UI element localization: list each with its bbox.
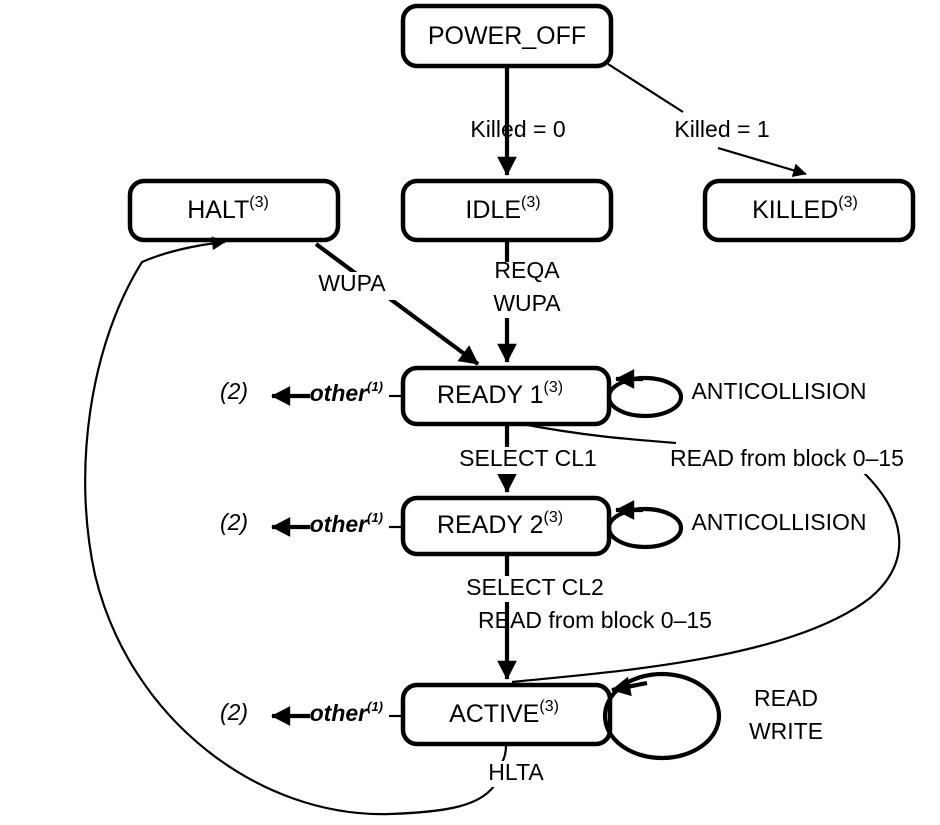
state-node-halt[interactable]: HALT(3) [127,178,341,243]
edge-label-backdrop-wupa [310,272,396,300]
edge-ref-note2-ready2: (2) [220,509,248,535]
state-box-killed[interactable] [702,178,916,243]
edge-label-other-active: other(1) [310,699,383,726]
edge-label-select-cl2: SELECT CL2 [466,574,604,600]
transition-ready1-other: other(1) (2) [220,378,403,406]
transition-power-off-to-killed: Killed = 1 [607,63,807,178]
edge-label-wupa-idle: WUPA [493,290,561,316]
edge-label-read-from-block-ready1: READ from block 0–15 [670,445,904,471]
edge-label-wupa-halt: WUPA [318,270,386,296]
edge-line-power-off-to-killed-seg1 [607,63,684,113]
transition-ready2-other: other(1) (2) [220,509,403,537]
edge-label-killed-0: Killed = 0 [470,116,565,142]
edge-line-ready1-to-active-seg1 [521,422,677,445]
state-node-power-off[interactable]: POWER_OFF [400,3,614,69]
transition-ready1-to-ready2: SELECT CL1 [452,426,604,493]
edge-label-backdrop-select-cl1 [452,447,604,474]
transition-halt-to-ready1: WUPA [310,242,480,366]
state-label-idle: IDLE(3) [465,194,540,224]
transition-power-off-to-idle: Killed = 0 [470,68,566,176]
state-node-ready1[interactable]: READY 1(3) [400,365,612,427]
edge-label-other-ready2: other(1) [310,510,383,537]
edge-label-backdrop-read-block-1 [665,447,911,474]
state-node-ready2[interactable]: READY 2(3) [400,495,612,557]
transition-ready2-to-active: SELECT CL2 READ from block 0–15 [455,556,712,680]
edge-line-ready1-to-active-seg2 [511,469,901,684]
edge-label-other-ready1: other(1) [310,379,383,406]
transition-active-self-loop: READ WRITE [602,671,823,761]
state-label-power-off: POWER_OFF [428,22,586,50]
edge-line-halt-to-ready1 [314,242,480,366]
edge-label-anticollision-ready2: ANTICOLLISION [691,509,866,535]
state-box-active[interactable] [400,682,613,747]
edge-label-write: WRITE [749,718,823,744]
edge-ref-note2-ready1: (2) [220,378,248,404]
state-node-active[interactable]: ACTIVE(3) [400,682,613,747]
edge-label-backdrop-hlta [484,761,552,787]
transition-ready1-to-active: READ from block 0–15 [511,422,911,684]
state-box-power-off[interactable] [400,3,614,69]
edge-label-read: READ [754,685,818,711]
transition-idle-to-ready1: REQA WUPA [485,242,571,363]
edge-label-read-from-block-ready2: READ from block 0–15 [478,607,712,633]
edge-label-backdrop-select-cl2 [455,576,615,602]
edge-line-power-off-to-killed-seg2 [717,146,807,178]
state-label-ready1: READY 1(3) [437,379,563,409]
transition-active-other: other(1) (2) [220,699,403,726]
edge-label-hlta: HLTA [488,759,544,785]
edge-label-select-cl1: SELECT CL1 [459,445,597,471]
state-label-killed: KILLED(3) [752,194,858,224]
self-loop-ellipse-ready2 [606,506,684,550]
state-label-halt: HALT(3) [187,194,269,224]
self-loop-ellipse-ready1 [606,375,684,419]
transition-ready2-self-loop: ANTICOLLISION [606,500,867,550]
edge-line-active-to-halt-seg2 [84,236,495,816]
self-loop-arrow-active [611,676,648,697]
edge-label-anticollision-ready1: ANTICOLLISION [691,378,866,404]
transition-active-to-halt: HLTA [84,236,552,816]
edge-ref-note2-active: (2) [220,699,248,725]
state-label-ready2: READY 2(3) [437,509,563,539]
edge-label-killed-1: Killed = 1 [674,116,769,142]
edge-label-reqa: REQA [494,257,560,283]
state-node-idle[interactable]: IDLE(3) [400,178,614,243]
state-box-halt[interactable] [127,178,341,243]
transition-ready1-self-loop: ANTICOLLISION [606,369,867,419]
state-box-idle[interactable] [400,178,614,243]
state-node-killed[interactable]: KILLED(3) [702,178,916,243]
edge-label-backdrop-reqa [485,262,571,318]
self-loop-ellipse-active [602,671,722,761]
state-label-active: ACTIVE(3) [449,698,559,728]
